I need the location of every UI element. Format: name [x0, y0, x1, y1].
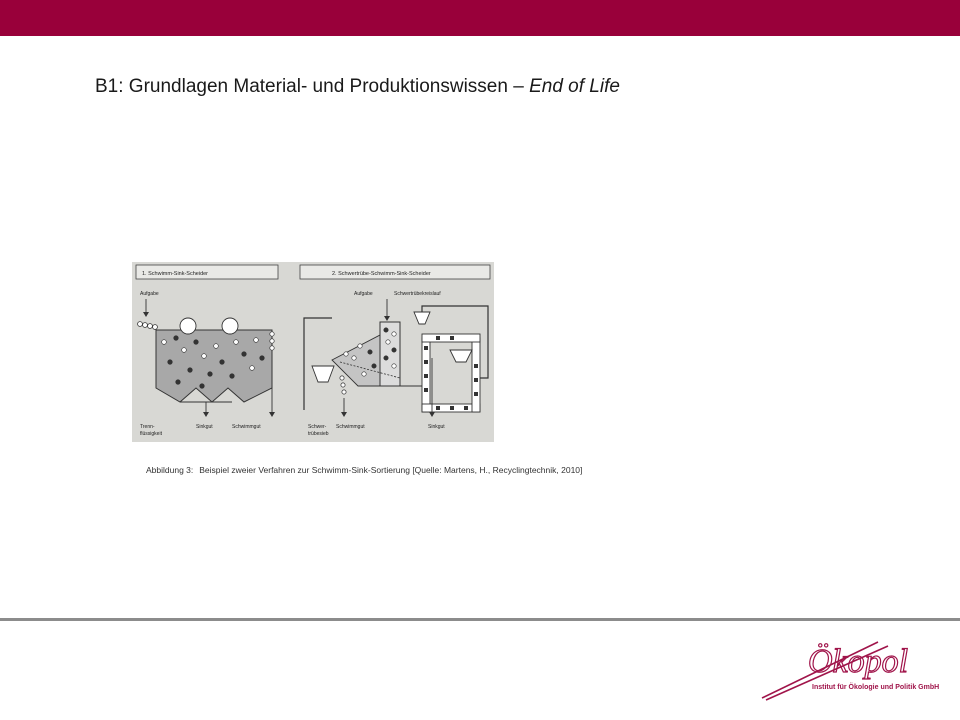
label-aufgabe-2: Aufgabe [354, 291, 373, 297]
sink-hopper [449, 349, 473, 363]
logo-subtitle: Institut für Ökologie und Politik GmbH [812, 684, 940, 691]
oekopol-logo: Ökopol [761, 641, 909, 701]
panel2-heading: 2. Schwertrübe-Schwimm-Sink-Scheider [332, 271, 431, 277]
particles-2 [343, 327, 397, 377]
slurry-hopper [413, 311, 431, 325]
footer-divider [0, 618, 960, 621]
screen-hopper [311, 365, 335, 383]
recirculation-pipe-left [303, 317, 332, 410]
label-trennfluessigkeit-1: Trenn- [140, 424, 155, 430]
float-discharge-2 [339, 375, 347, 395]
panel1-heading: 1. Schwimm-Sink-Scheider [142, 271, 208, 277]
bucket-elevator [421, 333, 481, 413]
process-diagram: 1. Schwimm-Sink-Scheider 2. Schwertrübe-… [135, 264, 491, 437]
slide-title-italic: End of Life [529, 76, 620, 97]
float-discharge-1 [269, 331, 275, 351]
slide-title-main: B1: Grundlagen Material- und Produktions… [95, 76, 530, 97]
caption-text: Beispiel zweier Verfahren zur Schwimm-Si… [199, 465, 583, 475]
process-diagram-figure: 1. Schwimm-Sink-Scheider 2. Schwertrübe-… [132, 262, 494, 442]
recirculation-pipe-right [421, 305, 489, 379]
caption-number: Abbildung 3: [146, 465, 194, 475]
particles-1 [161, 335, 265, 389]
label-sinkgut-1: Sinkgut [196, 424, 213, 430]
label-sinkgut-2: Sinkgut [428, 424, 445, 430]
logo-wordmark: Ökopol [808, 643, 908, 680]
feed-conveyor-1 [137, 321, 158, 330]
drums-1 [179, 317, 239, 335]
top-brand-bar [0, 0, 960, 36]
panel1-heading-box [135, 264, 279, 280]
label-trennfluessigkeit-2: flüssigkeit [140, 431, 163, 437]
figure-caption: Abbildung 3: Beispiel zweier Verfahren zu… [146, 465, 582, 475]
slide-title: B1: Grundlagen Material- und Produktions… [95, 76, 620, 98]
label-schwertruebesieb-1: Schwer- [308, 424, 327, 430]
label-schwertruebekreislauf: Schwertrübekreislauf [394, 291, 441, 297]
label-aufgabe-1: Aufgabe [140, 291, 159, 297]
panel2-heading-box [299, 264, 491, 280]
feed-arrowhead-1 [143, 312, 149, 317]
label-schwertruebesieb-2: trübesieb [308, 431, 329, 437]
feed-column [379, 321, 401, 387]
label-schwimmgut-1: Schwimmgut [232, 424, 261, 430]
label-schwimmgut-2: Schwimmgut [336, 424, 365, 430]
